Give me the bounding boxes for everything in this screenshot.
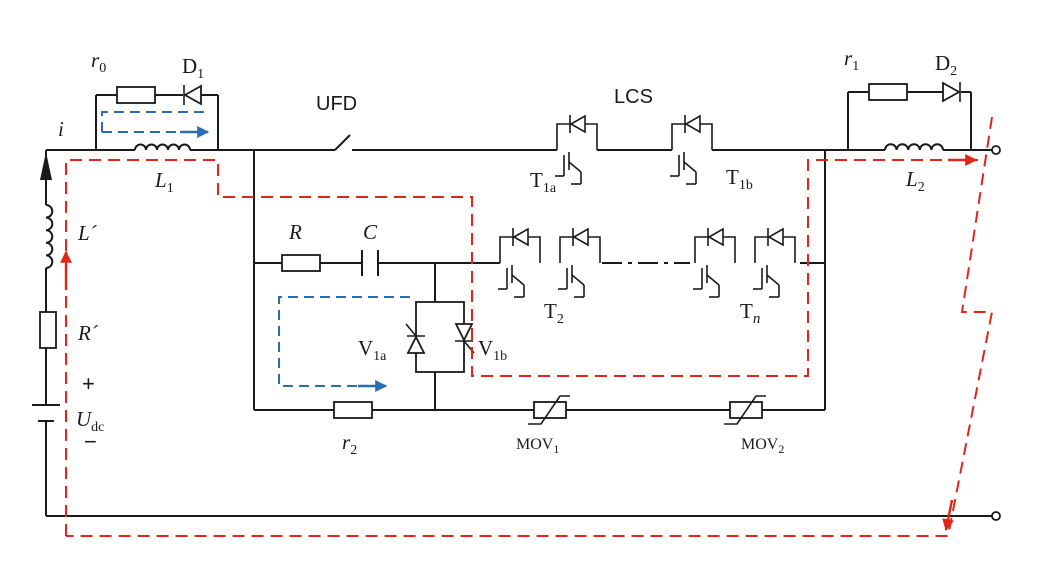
resistor-r1	[868, 83, 908, 101]
label-r0: r0	[91, 48, 106, 76]
fault-current-path	[60, 116, 994, 537]
label-l1: L1	[154, 168, 174, 196]
resistor-r	[281, 254, 321, 272]
label-mov2: MOV2	[741, 436, 784, 456]
label-ufd: UFD	[316, 93, 357, 115]
label-tn: Tn	[740, 299, 760, 327]
thyristor-pair-v1	[405, 301, 475, 373]
resistor-r2	[333, 401, 373, 419]
switch-ufd	[334, 134, 351, 151]
inductor-l-prime	[45, 204, 54, 269]
label-d1: D1	[182, 54, 204, 82]
varistor-mov2	[724, 395, 766, 425]
resistor-r-prime	[39, 311, 57, 349]
label-r2: r2	[342, 430, 357, 458]
capacitor-c	[361, 250, 379, 276]
label-t1a: T1a	[530, 168, 557, 196]
label-plus: +	[82, 371, 95, 396]
resistor-r0	[116, 86, 156, 104]
label-t1b: T1b	[726, 165, 753, 193]
label-lcs: LCS	[614, 86, 653, 108]
label-t2: T2	[544, 299, 564, 327]
main-wiring	[45, 91, 1001, 521]
terminal-top	[991, 145, 1001, 155]
red-arrow-down-icon	[942, 499, 955, 532]
diode-d1	[183, 84, 202, 106]
labels: r0 D1 i L1 UFD LCS T1a T1b r1 D2 L2 L´ R…	[58, 46, 957, 458]
label-mov1: MOV1	[516, 436, 559, 456]
igbt-t2-a	[498, 227, 541, 298]
label-c: C	[363, 220, 378, 244]
label-r-prime: R´	[77, 321, 99, 345]
igbt-tn-b	[753, 227, 796, 298]
label-l2: L2	[905, 167, 925, 195]
label-minus: −	[84, 429, 97, 454]
dc-source-udc	[32, 404, 60, 422]
igbt-t2-b	[558, 227, 601, 298]
label-v1b: V1b	[478, 336, 507, 364]
label-r1: r1	[844, 46, 859, 74]
label-r: R	[288, 220, 302, 244]
inductor-l1	[134, 143, 191, 151]
label-d2: D2	[935, 51, 957, 79]
terminal-bottom	[991, 511, 1001, 521]
label-v1a: V1a	[358, 336, 387, 364]
current-arrow-icon	[40, 152, 52, 180]
varistor-mov1	[528, 395, 570, 425]
label-udc: Udc	[76, 407, 104, 435]
inductor-l2	[884, 143, 944, 151]
igbt-t1b	[670, 114, 713, 185]
igbt-modules	[498, 114, 796, 298]
label-current-i: i	[58, 117, 64, 141]
branch-current-paths	[101, 111, 410, 392]
label-l-prime: L´	[77, 221, 98, 245]
igbt-tn-a	[693, 227, 736, 298]
igbt-t1a	[555, 114, 598, 185]
diode-d2	[942, 81, 961, 103]
